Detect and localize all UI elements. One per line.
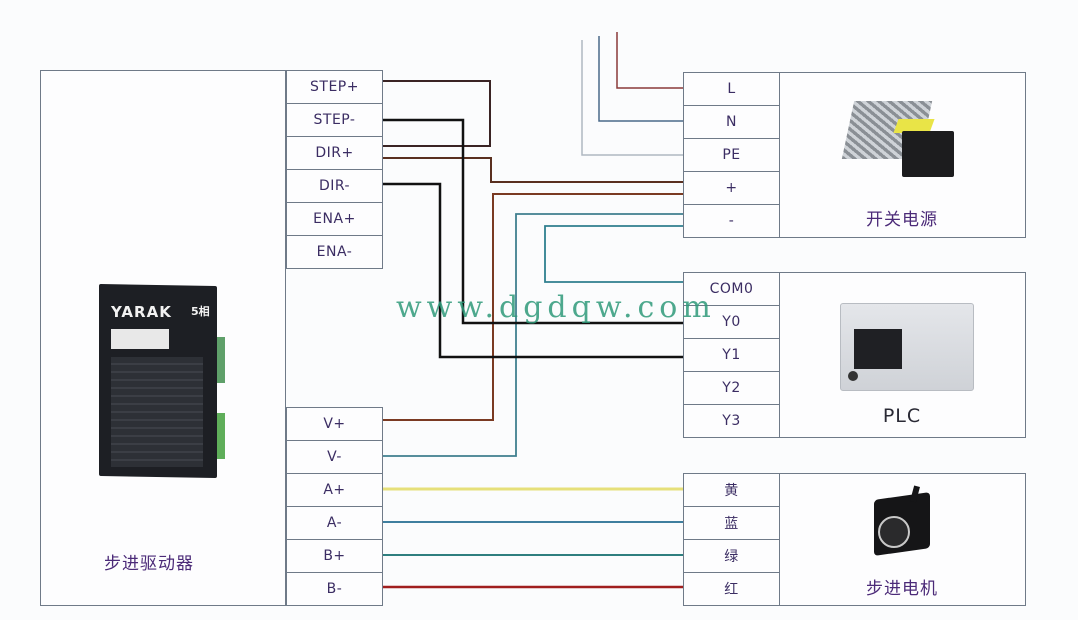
wire-step-plus [383,80,491,147]
terminal-motor-blue[interactable]: 蓝 [683,506,780,540]
terminal-motor-green[interactable]: 绿 [683,539,780,573]
terminal-y3[interactable]: Y3 [683,404,780,438]
power-supply-image [841,91,958,183]
terminal-step-plus[interactable]: STEP+ [286,70,383,104]
power-supply-box: 开关电源 [779,72,1026,238]
terminal-ena-minus[interactable]: ENA- [286,235,383,269]
terminal-L[interactable]: L [683,72,780,106]
watermark-text: www.dgdqw.com [396,290,716,325]
wire-power-minus-v [383,213,683,457]
terminal-dir-plus[interactable]: DIR+ [286,136,383,170]
driver-connector-bottom [217,413,225,459]
terminal-ena-plus[interactable]: ENA+ [286,202,383,236]
wire-PE [581,40,683,156]
terminal-b-plus[interactable]: B+ [286,539,383,573]
motor-image [868,485,934,556]
power-supply-label: 开关电源 [866,210,938,230]
wire-dir-plus [383,157,683,183]
terminal-b-minus[interactable]: B- [286,572,383,606]
driver-brand: YARAK [111,303,172,321]
terminal-N[interactable]: N [683,105,780,139]
terminal-y2[interactable]: Y2 [683,371,780,405]
plc-label: PLC [882,405,922,427]
terminal-a-plus[interactable]: A+ [286,473,383,507]
driver-image: YARAK 5相 [99,283,225,479]
terminal-motor-red[interactable]: 红 [683,572,780,606]
plc-box: PLC [779,272,1026,438]
wire-dir-minus [383,182,683,359]
terminal-com0[interactable]: COM0 [683,272,780,306]
terminal-PE[interactable]: PE [683,138,780,172]
wire-L [616,32,683,89]
terminal-power-plus[interactable]: + [683,171,780,205]
terminal-motor-yellow[interactable]: 黄 [683,473,780,507]
terminal-v-minus[interactable]: V- [286,440,383,474]
wire-power-minus-com [544,225,683,283]
driver-connector-top [217,337,225,383]
wire-N [598,36,683,122]
terminal-dir-minus[interactable]: DIR- [286,169,383,203]
driver-badge: 5相 [191,305,210,318]
terminal-a-minus[interactable]: A- [286,506,383,540]
terminal-y1[interactable]: Y1 [683,338,780,372]
terminal-v-plus[interactable]: V+ [286,407,383,441]
motor-label: 步进电机 [866,579,938,599]
plc-image [840,297,976,391]
motor-box: 步进电机 [779,473,1026,606]
terminal-step-minus[interactable]: STEP- [286,103,383,137]
driver-label: 步进驱动器 [104,554,194,574]
stepper-driver-box: YARAK 5相 步进驱动器 [40,70,286,606]
terminal-power-minus[interactable]: - [683,204,780,238]
terminal-y0[interactable]: Y0 [683,305,780,339]
